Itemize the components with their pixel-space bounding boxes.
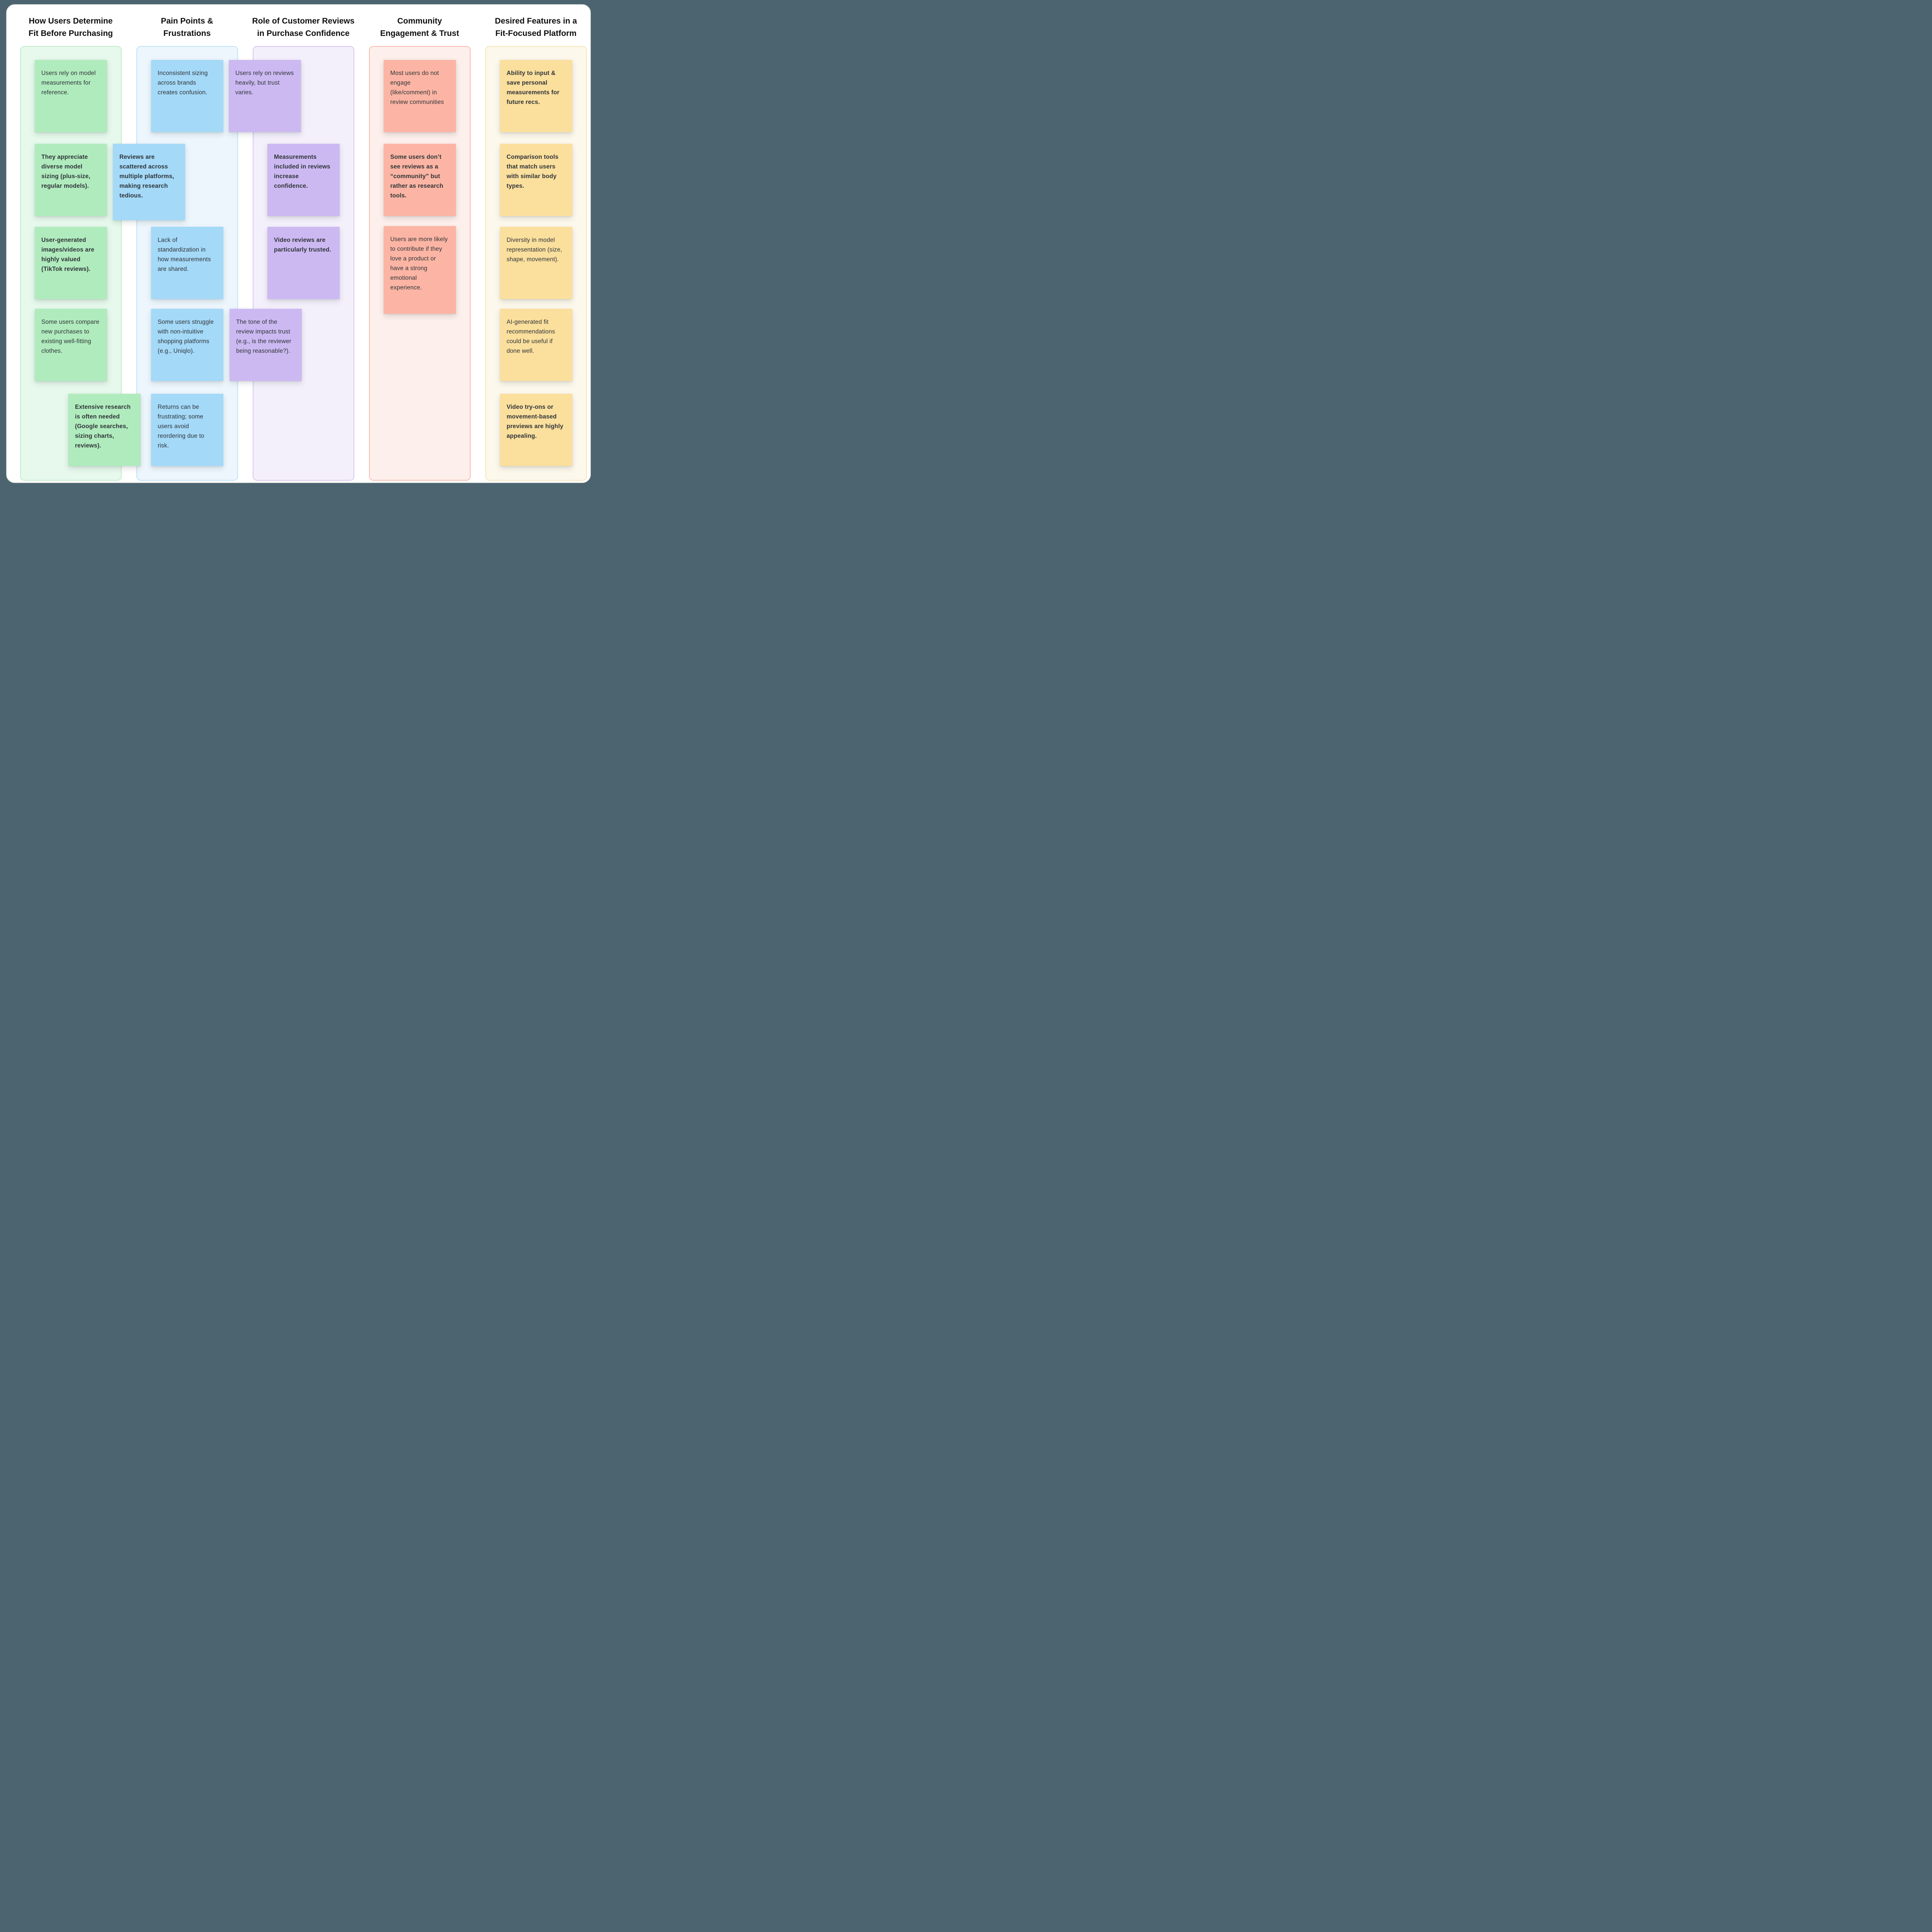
sticky-note[interactable]: AI-generated fit recommendations could b… — [500, 309, 572, 381]
sticky-note[interactable]: Some users don’t see reviews as a “commu… — [384, 144, 456, 216]
board-card: How Users Determine Fit Before Purchasin… — [6, 4, 591, 483]
sticky-note[interactable]: Users rely on model measurements for ref… — [35, 60, 107, 132]
sticky-note[interactable]: Measurements included in reviews increas… — [267, 144, 340, 216]
sticky-note[interactable]: Lack of standardization in how measureme… — [151, 227, 223, 299]
column-header-desired-features: Desired Features in a Fit-Focused Platfo… — [495, 17, 577, 38]
sticky-note[interactable]: Inconsistent sizing across brands create… — [151, 60, 223, 132]
sticky-note[interactable]: Extensive research is often needed (Goog… — [68, 394, 141, 466]
sticky-note[interactable]: They appreciate diverse model sizing (pl… — [35, 144, 107, 216]
sticky-note[interactable]: Video reviews are particularly trusted. — [267, 227, 340, 299]
sticky-note[interactable]: Video try-ons or movement-based previews… — [500, 394, 572, 466]
sticky-note[interactable]: Users rely on reviews heavily, but trust… — [229, 60, 301, 132]
sticky-note[interactable]: Returns can be frustrating; some users a… — [151, 394, 223, 466]
column-header-pain-points: Pain Points & Frustrations — [161, 17, 213, 38]
sticky-note[interactable]: User-generated images/videos are highly … — [35, 227, 107, 299]
column-header-reviews-role: Role of Customer Reviews in Purchase Con… — [252, 17, 355, 38]
sticky-note[interactable]: Some users struggle with non-intuitive s… — [151, 309, 223, 381]
sticky-note[interactable]: The tone of the review impacts trust (e.… — [230, 309, 302, 381]
sticky-note[interactable]: Reviews are scattered across multiple pl… — [113, 144, 185, 220]
sticky-note[interactable]: Most users do not engage (like/comment) … — [384, 60, 456, 132]
sticky-note[interactable]: Diversity in model representation (size,… — [500, 227, 572, 299]
sticky-note[interactable]: Comparison tools that match users with s… — [500, 144, 572, 216]
column-header-community-engagement: Community Engagement & Trust — [380, 17, 459, 38]
column-header-fit-determination: How Users Determine Fit Before Purchasin… — [28, 17, 113, 38]
sticky-note[interactable]: Users are more likely to contribute if t… — [384, 226, 456, 314]
sticky-note[interactable]: Some users compare new purchases to exis… — [35, 309, 107, 381]
canvas-background: How Users Determine Fit Before Purchasin… — [0, 0, 597, 490]
sticky-note[interactable]: Ability to input & save personal measure… — [500, 60, 572, 132]
